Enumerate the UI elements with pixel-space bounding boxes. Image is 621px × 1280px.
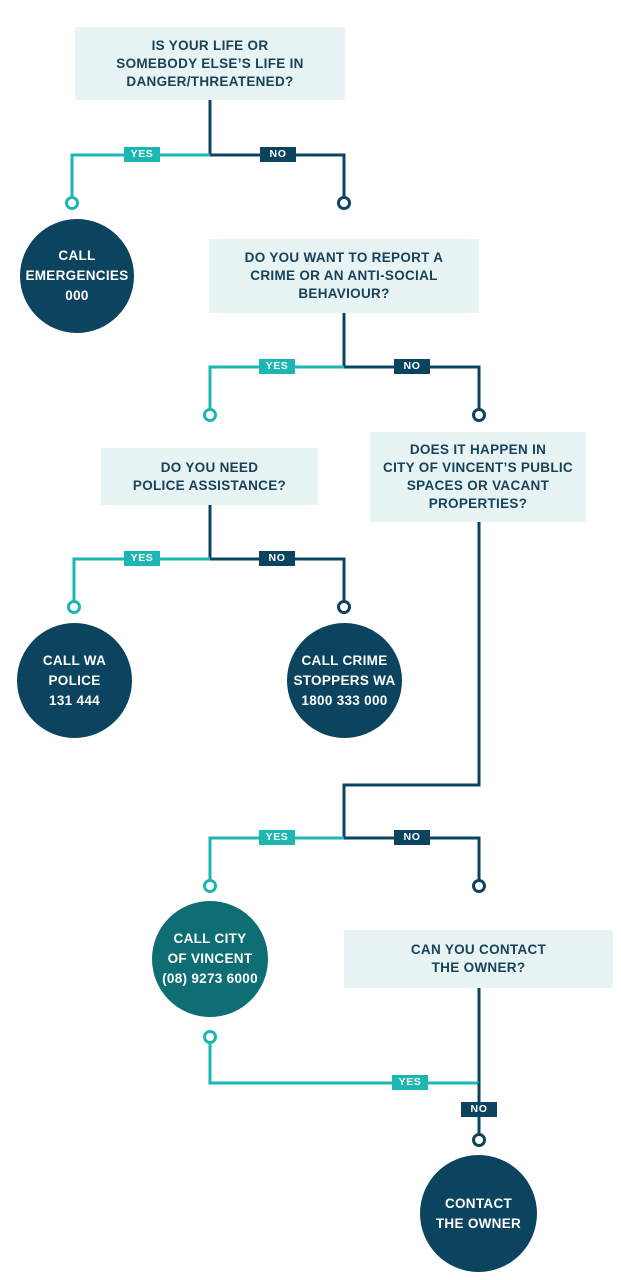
outcome-call-wa-police: CALL WA POLICE 131 444 bbox=[17, 623, 132, 738]
question-text-line: DANGER/THREATENED? bbox=[126, 73, 294, 89]
outcome-contact-the-owner: CONTACT THE OWNER bbox=[420, 1155, 537, 1272]
outcome-call-emergencies: CALL EMERGENCIES 000 bbox=[20, 219, 134, 333]
question-text-line: CITY OF VINCENT’S PUBLIC bbox=[383, 460, 573, 475]
no-badge: NO bbox=[461, 1102, 497, 1117]
yes-badge: YES bbox=[124, 147, 160, 162]
q4-no-line bbox=[344, 836, 481, 880]
yes-badge: YES bbox=[392, 1075, 428, 1090]
no-badge: NO bbox=[260, 147, 296, 162]
question-box-contact-owner: CAN YOU CONTACT THE OWNER? bbox=[344, 930, 613, 988]
question-text-line: THE OWNER? bbox=[431, 960, 526, 975]
q2-no-connector-dot bbox=[472, 408, 486, 422]
q1-yes-connector-dot bbox=[65, 196, 79, 210]
yes-badge: YES bbox=[259, 359, 295, 374]
outcome-text-line: THE OWNER bbox=[435, 1215, 522, 1231]
question-box-life-in-danger: IS YOUR LIFE OR SOMEBODY ELSE’S LIFE IN … bbox=[75, 27, 345, 100]
question-text-line: POLICE ASSISTANCE? bbox=[132, 477, 287, 493]
q5-yes-line bbox=[208, 1043, 479, 1085]
q4-yes-connector-dot bbox=[203, 879, 217, 893]
question-box-report-crime: DO YOU WANT TO REPORT A CRIME OR AN ANTI… bbox=[209, 239, 479, 313]
q3-yes-connector-dot bbox=[67, 600, 81, 614]
q3-yes-line bbox=[72, 557, 210, 601]
q5-no-connector-dot bbox=[472, 1133, 486, 1147]
outcome-call-crime-stoppers: CALL CRIME STOPPERS WA 1800 333 000 bbox=[287, 623, 402, 738]
question-text-line: BEHAVIOUR? bbox=[298, 286, 390, 301]
outcome-text-line: CALL CITY bbox=[173, 931, 247, 946]
outcome-text-line: 131 444 bbox=[49, 692, 100, 708]
q4-stem-line bbox=[342, 522, 481, 838]
no-badge: NO bbox=[394, 359, 430, 374]
outcome-text-line: OF VINCENT bbox=[167, 951, 253, 966]
q1-no-line bbox=[210, 153, 346, 197]
outcome-text-line: 000 bbox=[65, 288, 89, 303]
question-text-line: DO YOU WANT TO REPORT A bbox=[244, 250, 444, 265]
outcome-text-line: 1800 333 000 bbox=[301, 692, 388, 708]
q2-yes-connector-dot bbox=[203, 408, 217, 422]
q2-yes-line bbox=[208, 365, 344, 409]
question-text-line: PROPERTIES? bbox=[428, 496, 528, 511]
question-box-public-spaces: DOES IT HAPPEN IN CITY OF VINCENT’S PUBL… bbox=[370, 432, 586, 522]
q1-yes-line bbox=[70, 153, 210, 197]
question-text-line: CRIME OR AN ANTI-SOCIAL bbox=[250, 268, 438, 283]
outcome-text-line: CALL WA bbox=[42, 652, 107, 668]
q4-no-connector-dot bbox=[472, 879, 486, 893]
question-text-line: IS YOUR LIFE OR bbox=[151, 37, 269, 53]
question-text-line: DOES IT HAPPEN IN bbox=[409, 442, 547, 457]
yes-badge: YES bbox=[259, 830, 295, 845]
outcome-text-line: STOPPERS WA bbox=[293, 672, 396, 688]
outcome-call-city-of-vincent: CALL CITY OF VINCENT (08) 9273 6000 bbox=[152, 901, 268, 1017]
no-badge: NO bbox=[259, 551, 295, 566]
q4-yes-line bbox=[208, 836, 344, 880]
question-box-police-assistance: DO YOU NEED POLICE ASSISTANCE? bbox=[101, 448, 318, 505]
q3-no-line bbox=[210, 557, 346, 601]
q3-no-connector-dot bbox=[337, 600, 351, 614]
outcome-text-line: CALL CRIME bbox=[301, 652, 388, 668]
outcome-text-line: EMERGENCIES bbox=[25, 268, 129, 283]
question-text-line: SOMEBODY ELSE’S LIFE IN bbox=[116, 55, 304, 71]
outcome-text-line: POLICE bbox=[48, 672, 101, 688]
question-text-line: SPACES OR VACANT bbox=[406, 478, 550, 493]
q2-no-line bbox=[344, 365, 481, 409]
outcome-text-line: CALL bbox=[58, 248, 96, 263]
q5-yes-connector-dot bbox=[203, 1030, 217, 1044]
question-text-line: DO YOU NEED bbox=[160, 459, 259, 475]
outcome-text-line: (08) 9273 6000 bbox=[162, 971, 258, 986]
outcome-text-line: CONTACT bbox=[444, 1195, 513, 1211]
q1-no-connector-dot bbox=[337, 196, 351, 210]
yes-badge: YES bbox=[124, 551, 160, 566]
question-text-line: CAN YOU CONTACT bbox=[410, 942, 547, 957]
no-badge: NO bbox=[394, 830, 430, 845]
